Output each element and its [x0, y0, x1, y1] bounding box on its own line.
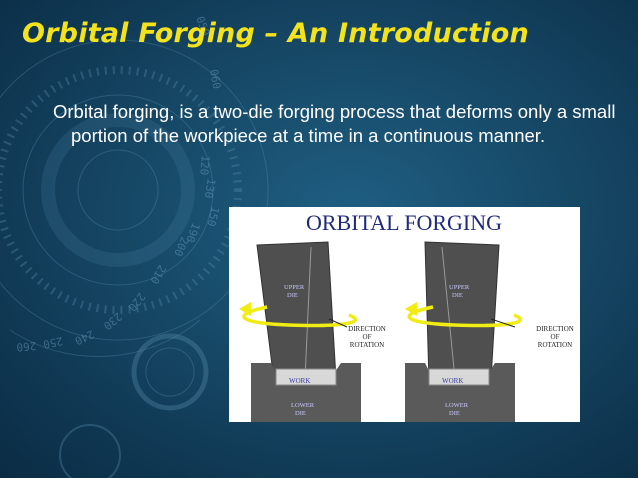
dial-number: 150 [204, 205, 221, 227]
slide-title: Orbital Forging – An Introduction [22, 18, 529, 49]
left-diagram: UPPER DIE DIRECTION OF ROTATION WORK LOW… [239, 241, 386, 422]
left-upper-die [256, 241, 337, 382]
right-rotation-arrow [407, 305, 522, 328]
right-direction-label: DIRECTION [536, 325, 574, 333]
right-upper-die-label: DIE [452, 292, 463, 299]
dial-number: 210 [147, 263, 168, 287]
dial-number: 130 [202, 177, 218, 199]
right-direction-label: OF [551, 333, 560, 341]
dial-number: 120 [197, 155, 212, 176]
left-axis-line [304, 246, 312, 380]
dial-number: 190 [183, 221, 202, 244]
left-direction-label: OF [363, 333, 372, 341]
dial-number: 260 [16, 339, 37, 354]
left-work-label: WORK [289, 377, 310, 385]
right-direction-label: ROTATION [538, 341, 572, 349]
dial-number: 250 [42, 334, 64, 351]
dial-number: 060 [207, 68, 223, 90]
right-upper-die [424, 241, 500, 382]
right-workpiece [428, 368, 490, 386]
right-lower-die-label: LOWER [445, 402, 469, 409]
slide-body-text: Orbital forging, is a two-die forging pr… [53, 101, 616, 146]
dial-number: 050 [193, 15, 212, 38]
right-work-label: WORK [442, 377, 463, 385]
left-direction-label: DIRECTION [348, 325, 386, 333]
orbital-forging-figure: ORBITAL FORGING UPPER DIE DIRECTION OF R… [229, 207, 580, 422]
left-upper-die-label: DIE [287, 292, 298, 299]
right-arrow-head [405, 302, 417, 316]
left-direction-pointer [328, 318, 348, 328]
left-lower-die-label: DIE [295, 410, 306, 417]
left-workpiece [275, 368, 337, 386]
right-axis-line [441, 246, 456, 380]
right-diagram: UPPER DIE DIRECTION OF ROTATION WORK LOW… [405, 241, 574, 422]
left-lower-die-label: LOWER [291, 402, 315, 409]
left-rotation-arrow [242, 305, 357, 328]
right-upper-die-label: UPPER [449, 284, 470, 291]
figure-heading: ORBITAL FORGING [306, 210, 502, 235]
left-upper-die-label: UPPER [284, 284, 305, 291]
left-arrow-head [239, 302, 251, 316]
dial-number: 240 [73, 327, 97, 347]
left-direction-label: ROTATION [350, 341, 384, 349]
right-direction-pointer [490, 318, 516, 328]
right-lower-die-label: DIE [449, 410, 460, 417]
